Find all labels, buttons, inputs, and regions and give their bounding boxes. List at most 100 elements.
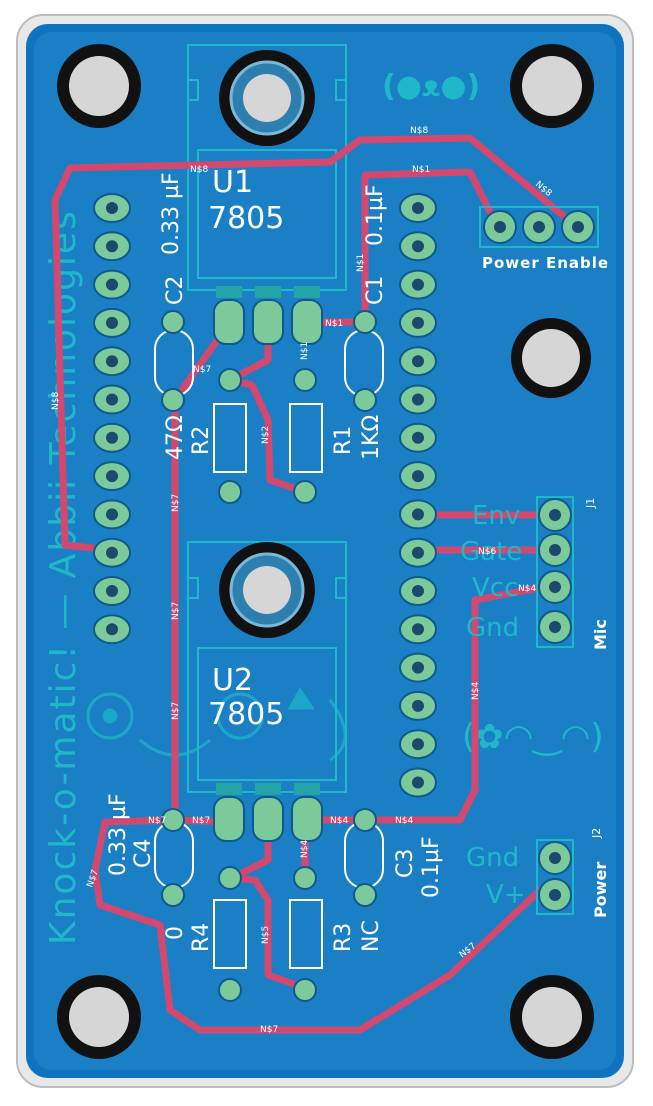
dip-left-drill	[106, 355, 118, 368]
dip-right-drill	[412, 585, 424, 597]
u2-value: 7805	[208, 697, 284, 732]
dip-left-drill	[106, 470, 118, 483]
c2-value: 0.33 µF	[159, 172, 184, 255]
u1-tab-hole	[219, 50, 315, 146]
dip-socket-left	[93, 193, 131, 645]
dip-left-drill	[106, 202, 118, 214]
dip-left-drill	[106, 278, 118, 291]
dip-right-drill	[412, 508, 424, 521]
kaomoji-right: (✿◠‿◠)	[462, 717, 604, 757]
net-label-n7-b: N$7	[171, 494, 181, 512]
dip-left-drill	[106, 431, 118, 444]
u1-ref: U1	[212, 165, 253, 200]
net-label-n8-u1: N$8	[190, 165, 208, 175]
mic-title: Mic	[591, 619, 610, 650]
trace-n8	[51, 134, 582, 554]
net-label-n4-b: N$4	[471, 682, 481, 700]
dip-right-drill	[412, 470, 424, 483]
silk-decoration	[86, 687, 347, 762]
mounting-holes	[57, 44, 594, 1059]
mount-hole-tl	[57, 44, 141, 128]
r2-value: 47Ω	[163, 415, 188, 460]
power-pin-labels: Gnd V+	[466, 843, 526, 910]
u1-value: 7805	[208, 201, 284, 236]
net-label-n7-c: N$7	[171, 602, 181, 620]
r2-ref: R2	[189, 426, 214, 455]
dip-right-drill	[412, 240, 424, 253]
kaomoji-top: (●ᴥ●)	[382, 69, 480, 104]
trace-n1	[306, 168, 502, 326]
dip-right-drill	[412, 661, 424, 674]
mic-pin-gnd: Gnd	[466, 613, 519, 643]
mic-ref: J1	[584, 498, 597, 509]
dip-left-drill	[106, 546, 118, 559]
net-label-n4-e: N$4	[300, 840, 310, 858]
dip-socket-right	[399, 193, 437, 798]
net-label-n1-vert: N$1	[356, 254, 366, 272]
net-label-n6: N$6	[478, 547, 496, 557]
trace-n5	[228, 814, 309, 992]
dip-right-drill	[412, 278, 424, 291]
r4-value: 0	[163, 926, 188, 940]
power-title: Power	[591, 862, 610, 918]
net-label-n7-e: N$7	[148, 816, 166, 826]
net-label-n7-h: N$7	[260, 1025, 278, 1035]
power-header	[536, 839, 574, 915]
c1-value: 0.1µF	[363, 184, 388, 246]
u1-pad-tops	[216, 286, 320, 298]
u2-tab-hole	[219, 542, 315, 638]
mic-header	[536, 496, 574, 648]
net-label-n1-mid: N$1	[325, 319, 343, 329]
dip-right-drill	[412, 623, 424, 636]
dip-right-drill	[412, 776, 424, 789]
dip-right-drill	[412, 202, 424, 214]
dip-right-drill	[412, 316, 424, 329]
c3-ref: C3	[393, 849, 418, 878]
u2-pad-tops	[216, 783, 320, 795]
u1-pads	[213, 299, 323, 345]
dip-left-drill	[106, 240, 118, 253]
passive-pads	[161, 310, 377, 1002]
dip-right-drill	[412, 393, 424, 406]
net-label-n5: N$5	[261, 926, 271, 944]
r3-ref: R3	[331, 923, 356, 952]
net-label-n7-f: N$7	[192, 816, 210, 826]
power-pin-vplus: V+	[486, 880, 526, 910]
c1-ref: C1	[363, 276, 388, 305]
net-label-n8-left: N$8	[51, 392, 61, 410]
board-title-vertical: Knock-o-matic! — Abbii Technologies	[43, 209, 84, 945]
dip-left-drill	[106, 316, 118, 329]
mount-hole-bl	[57, 975, 141, 1059]
power-enable-label: Power Enable	[482, 254, 609, 272]
dip-right-drill	[412, 355, 424, 368]
passive-labels: C2 0.33 µF C1 0.1µF R2 47Ω R1 1KΩ C4 0.3…	[106, 172, 444, 952]
power-pin-gnd: Gnd	[466, 843, 519, 873]
dip-right-drill	[412, 699, 424, 712]
net-label-n7-a: N$7	[193, 365, 211, 375]
power-enable-header	[479, 206, 599, 248]
r1-value: 1KΩ	[359, 415, 384, 460]
c4-ref: C4	[131, 839, 156, 868]
u2-ref: U2	[212, 663, 253, 698]
mount-hole-br	[510, 975, 594, 1059]
net-label-n2: N$2	[261, 426, 271, 444]
dip-right-drill	[412, 546, 424, 559]
mic-pin-gate: Gate	[460, 537, 522, 567]
r3-value: NC	[359, 920, 384, 952]
mount-hole-tr	[510, 44, 594, 128]
c4-value: 0.33 µF	[106, 793, 131, 876]
net-label-n4-c: N$4	[330, 816, 348, 826]
dip-left-drill	[106, 623, 118, 636]
mic-pin-labels: Env Gate Vcc Gnd	[460, 501, 522, 643]
traces	[51, 134, 582, 1034]
net-label-n7-d: N$7	[171, 702, 181, 720]
dip-left-drill	[106, 585, 118, 597]
c2-ref: C2	[163, 276, 188, 305]
dip-right-drill	[412, 738, 424, 751]
power-ref: J2	[590, 828, 603, 839]
trace-n7	[91, 318, 559, 1034]
dip-left-drill	[106, 508, 118, 521]
mic-pin-vcc: Vcc	[472, 573, 518, 603]
dip-right-drill	[412, 431, 424, 444]
